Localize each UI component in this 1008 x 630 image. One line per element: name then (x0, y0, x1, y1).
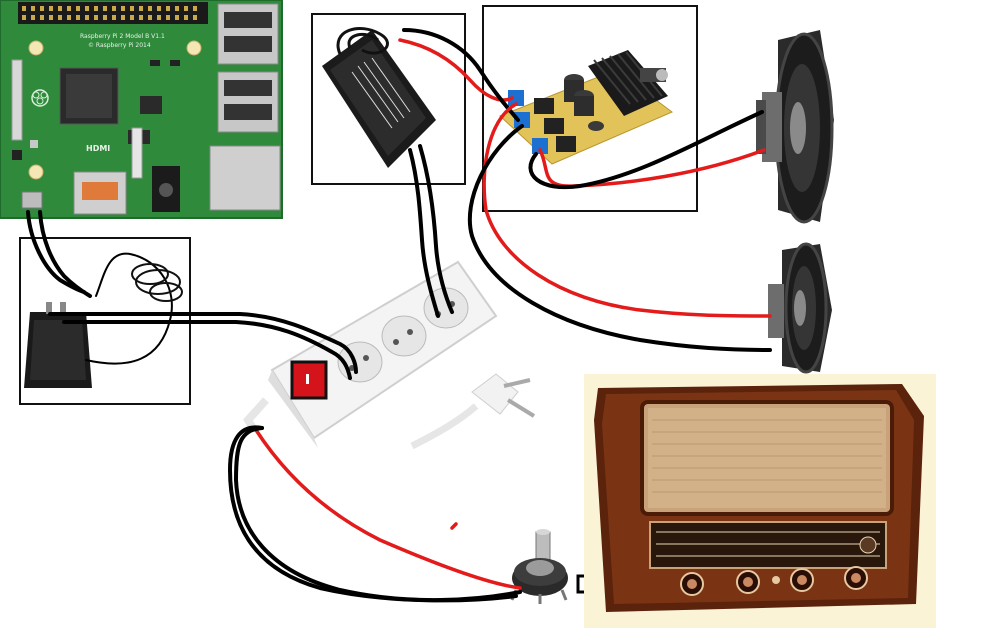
pi-copyright-text: © Raspberry Pi 2014 (88, 42, 151, 49)
hdmi-label: HDMI (86, 144, 110, 153)
schuko-plug-icon (410, 373, 536, 450)
wire-charger-to-strip-1 (48, 312, 358, 374)
speaker-icon (768, 242, 832, 374)
wire-amp-to-speaker-top-red (538, 148, 766, 188)
wire-amp-to-speaker-bottom-red (482, 102, 772, 318)
pi-board-text: Raspberry Pi 2 Model B V1.1 (80, 33, 165, 40)
speaker-bottom (768, 242, 832, 374)
radio-knob-icon (790, 568, 814, 592)
power-strip-icon (243, 260, 498, 448)
charger-cable (85, 252, 173, 365)
ethernet-port-icon (209, 145, 281, 211)
speaker-icon (756, 30, 834, 224)
wire-amp-to-speaker-bottom-black (467, 124, 772, 352)
power-brick-frame (311, 13, 466, 185)
amplifier-heatsink-icon (499, 50, 673, 165)
wire-fragment (450, 522, 458, 530)
radio-knob-icon (736, 570, 760, 594)
wire-charger-to-strip-2 (62, 320, 352, 380)
wire-strip-to-pot-red (254, 428, 522, 590)
wire-brick-to-strip-1 (408, 148, 440, 318)
speaker-top (756, 30, 834, 224)
wire-brick-to-amp-black (402, 28, 520, 122)
radio-tuning-dial (649, 521, 887, 569)
power-brick-icon (322, 27, 436, 168)
tube-radio-icon (584, 374, 936, 628)
radio-knob-icon (844, 566, 868, 590)
raspberry-logo-icon (31, 89, 49, 107)
micro-usb-port-icon (21, 191, 43, 209)
radio-knob-icon (680, 572, 704, 596)
wire-pi-usb-2 (38, 210, 92, 298)
wire-brick-to-strip-2 (418, 144, 454, 314)
usb-ports-icon (217, 3, 279, 133)
wire-pi-usb-1 (26, 210, 86, 294)
cable-coil-icon (135, 269, 181, 295)
wall-adapter-icon (24, 302, 92, 388)
wire-strip-to-pot-black-2 (234, 426, 522, 603)
amplifier-frame (482, 5, 698, 212)
wire-amp-to-speaker-top-black (528, 110, 764, 190)
raspberry-pi-board-icon: Raspberry Pi 2 Model B V1.1 © Raspberry … (0, 0, 283, 219)
